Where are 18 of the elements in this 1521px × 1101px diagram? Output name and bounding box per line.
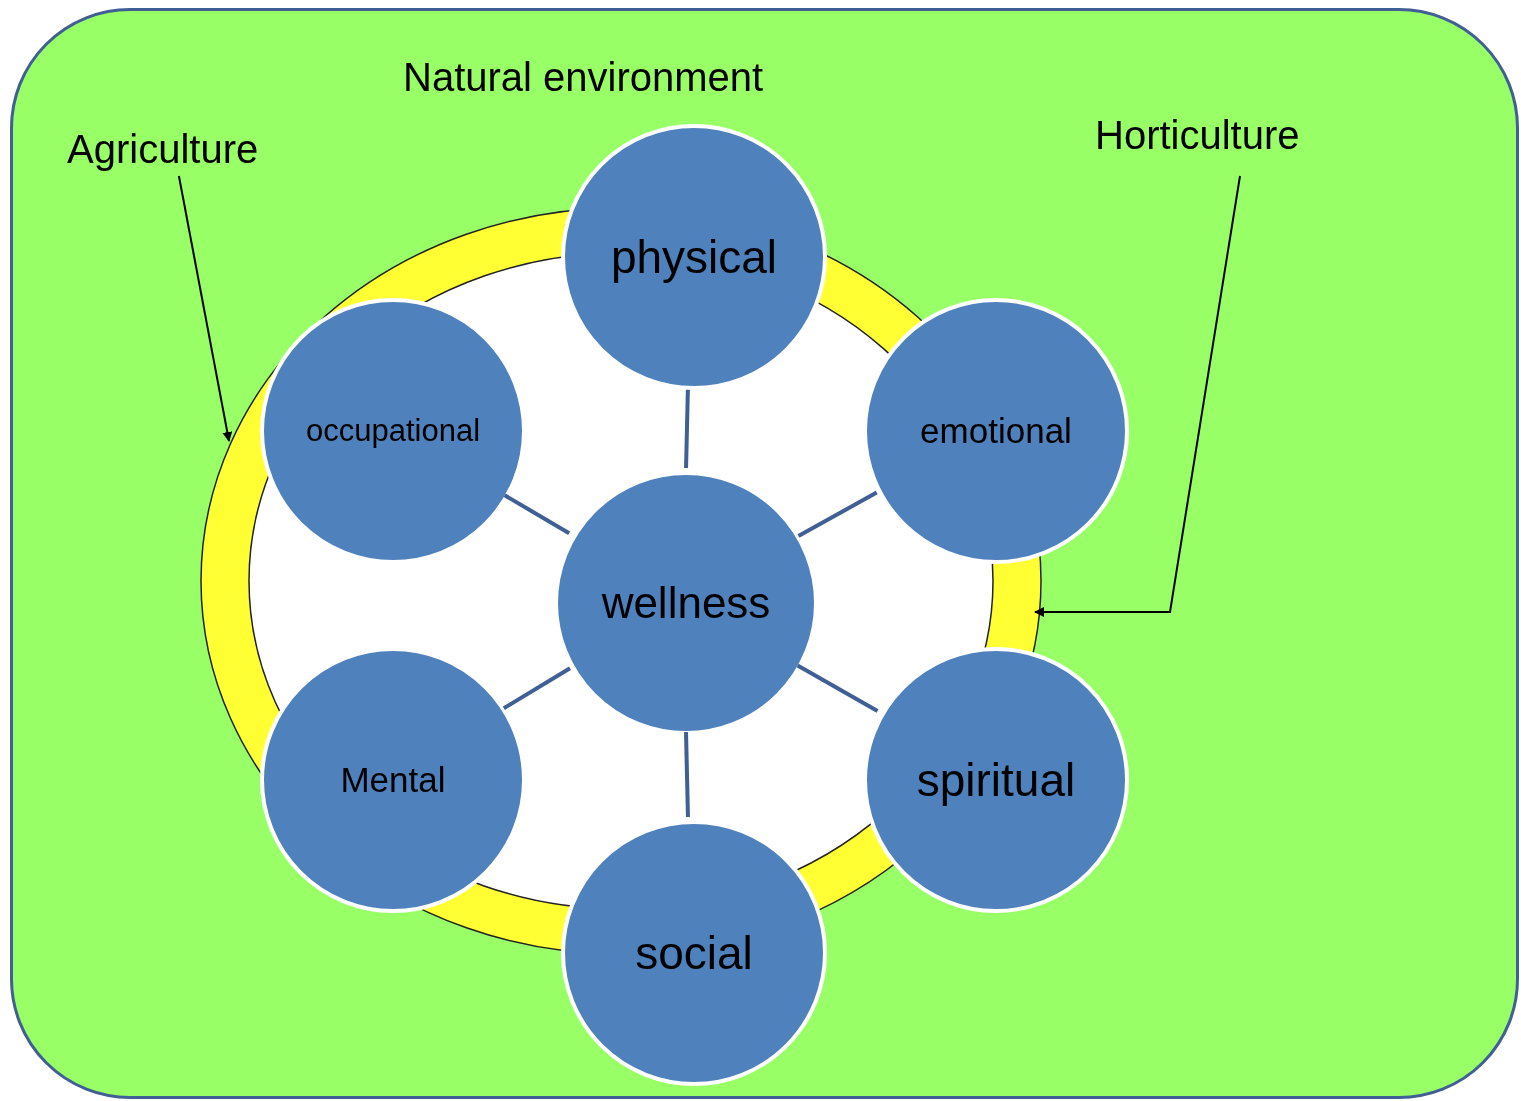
connector-line (796, 663, 879, 713)
environment-label: Horticulture (1095, 113, 1300, 158)
connector-line (503, 493, 571, 535)
circle-label: physical (610, 230, 778, 284)
circle-label: social (635, 926, 753, 980)
circle-label: Mental (340, 760, 446, 800)
circle-label: spiritual (916, 753, 1076, 807)
environment-label: Agriculture (67, 127, 259, 172)
arrow (1034, 175, 1241, 617)
connector-line (684, 731, 690, 818)
connector-line (502, 666, 572, 710)
circle-label: emotional (920, 411, 1072, 451)
circle-label: wellness (601, 578, 771, 628)
arrow (177, 175, 233, 442)
panel-heading: Natural environment (403, 55, 764, 100)
circle-label: occupational (305, 413, 481, 449)
connector-line (797, 490, 878, 538)
environment-panel (10, 8, 1519, 1099)
